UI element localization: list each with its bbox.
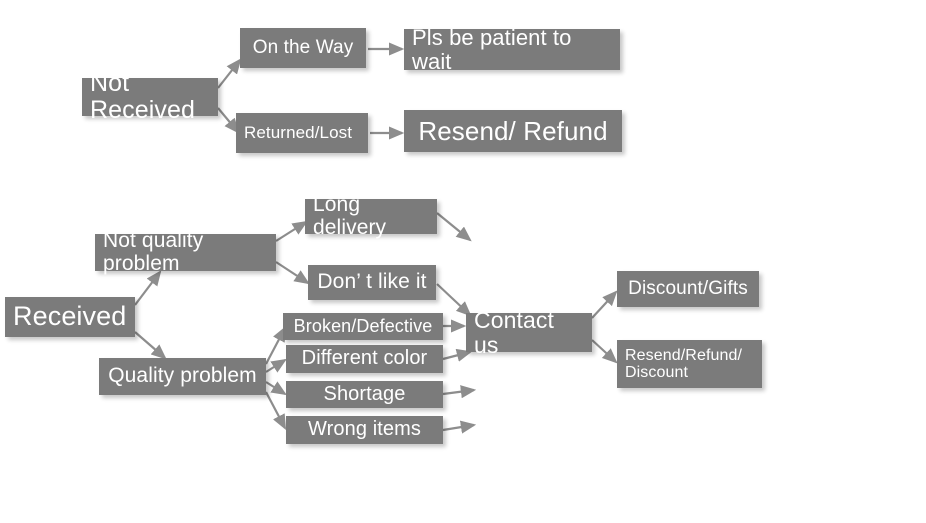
edge-not-received-returned-lost <box>217 107 240 134</box>
node-not-received[interactable]: Not Received <box>82 70 218 124</box>
node-pls-be-patient[interactable]: Pls be patient to wait <box>404 25 620 73</box>
edge-quality-broken-defective <box>265 326 287 365</box>
node-label: Long delivery <box>313 192 387 239</box>
node-label: Discount/Gifts <box>628 277 748 299</box>
edge-quality-different-color <box>265 358 287 373</box>
edge-long-delivery-contact-us <box>436 212 472 242</box>
node-resend-refund-disc[interactable]: Resend/Refund/ Discount <box>617 340 762 388</box>
node-label: Different color <box>301 347 428 370</box>
node-wrong-items[interactable]: Wrong items <box>286 416 443 444</box>
edge-wrong-items-contact-us <box>442 420 477 434</box>
edge-contact-us-resend-refund-discount <box>591 339 618 364</box>
node-label: Broken/Defective <box>293 315 433 336</box>
node-returned-lost[interactable]: Returned/Lost <box>236 113 368 153</box>
node-dont-like-it[interactable]: Don’ t like it <box>308 265 436 300</box>
node-label: Don’ t like it <box>317 270 427 294</box>
edge-quality-shortage <box>265 381 287 396</box>
node-label: Wrong items <box>308 418 421 441</box>
node-broken-defective[interactable]: Broken/Defective <box>283 313 443 340</box>
node-label: Contact us <box>474 306 554 358</box>
node-on-the-way[interactable]: On the Way <box>240 28 366 68</box>
node-label: Returned/Lost <box>244 122 353 142</box>
edge-received-quality-problem <box>134 331 167 360</box>
edge-dont-like-it-contact-us <box>436 283 472 317</box>
node-label: Resend/Refund/ Discount <box>625 346 743 381</box>
node-long-delivery[interactable]: Long delivery <box>305 193 437 238</box>
node-contact-us[interactable]: Contact us <box>466 307 592 357</box>
edge-quality-wrong-items <box>265 391 287 430</box>
edge-shortage-contact-us <box>442 385 477 399</box>
edge-different-color-contact-us <box>442 348 473 362</box>
node-label: Resend/ Refund <box>418 115 608 146</box>
node-label: On the Way <box>252 36 354 58</box>
node-label: Not Received <box>90 69 196 124</box>
node-different-color[interactable]: Different color <box>286 345 443 373</box>
node-discount-gifts[interactable]: Discount/Gifts <box>617 271 759 307</box>
node-label: Pls be patient to wait <box>412 24 572 74</box>
node-label: Not quality problem <box>103 228 204 275</box>
edge-received-not-quality-problem <box>134 270 162 306</box>
node-label: Received <box>13 301 127 332</box>
node-resend-refund[interactable]: Resend/ Refund <box>404 110 622 152</box>
edge-not-quality-long-delivery <box>275 220 308 242</box>
node-received[interactable]: Received <box>5 297 135 337</box>
node-not-quality-problem[interactable]: Not quality problem <box>95 229 276 274</box>
node-label: Quality problem <box>108 364 257 388</box>
edge-contact-us-discount-gifts <box>591 290 618 319</box>
node-label: Shortage <box>323 382 406 405</box>
node-shortage[interactable]: Shortage <box>286 381 443 408</box>
edge-not-quality-dont-like-it <box>275 261 310 285</box>
node-quality-problem[interactable]: Quality problem <box>99 358 266 395</box>
edge-not-received-on-the-way <box>217 58 242 89</box>
